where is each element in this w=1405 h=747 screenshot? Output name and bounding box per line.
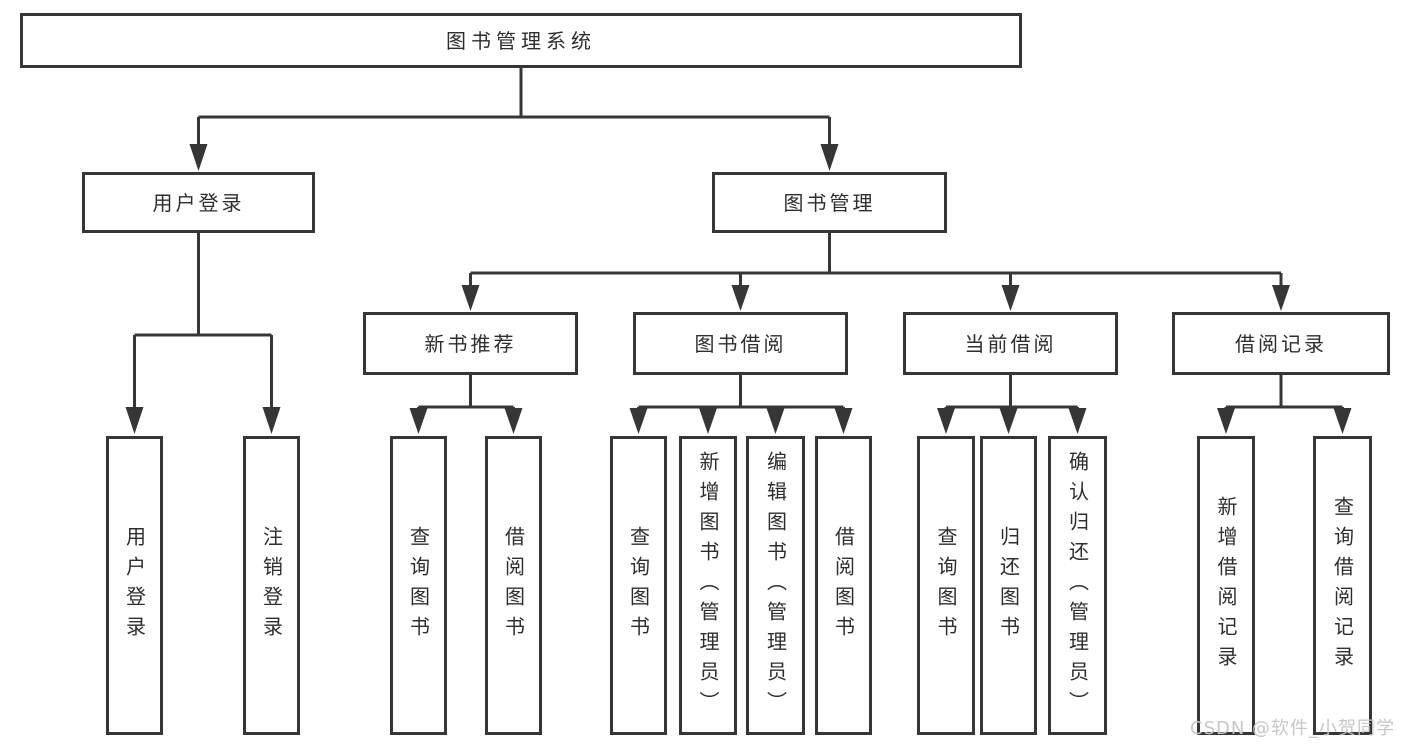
node-borrow-books-action-label: 借阅图书 (831, 525, 856, 646)
node-current-borrowing-label: 当前借阅 (964, 331, 1057, 356)
node-query-books-borrowing-label: 查询图书 (626, 525, 651, 646)
node-borrow-books-recommend: 借阅图书 (485, 436, 542, 735)
node-logout-action-label: 注销登录 (259, 525, 284, 646)
node-user-login-action-label: 用户登录 (122, 525, 147, 646)
node-user-login-action: 用户登录 (106, 436, 163, 735)
node-edit-books-admin: 编辑图书（管理员） (746, 436, 805, 735)
connector-book-management (461, 233, 1290, 311)
connector-current-borrowing (937, 375, 1087, 434)
node-book-management: 图书管理 (712, 172, 947, 233)
node-confirm-return-admin-label: 确认归还（管理员） (1065, 450, 1090, 721)
node-query-books-recommend-label: 查询图书 (406, 525, 431, 646)
node-query-books-current: 查询图书 (917, 436, 975, 735)
node-borrow-records: 借阅记录 (1172, 312, 1390, 375)
node-query-books-current-label: 查询图书 (934, 525, 958, 646)
node-book-management-label: 图书管理 (783, 190, 876, 215)
node-return-books: 归还图书 (980, 436, 1037, 735)
node-new-book-recommend: 新书推荐 (363, 312, 578, 375)
node-return-books-label: 归还图书 (996, 525, 1021, 646)
node-query-books-borrowing: 查询图书 (610, 436, 667, 735)
node-new-book-recommend-label: 新书推荐 (424, 331, 517, 356)
node-book-borrowing-label: 图书借阅 (694, 331, 787, 356)
connector-root (189, 68, 839, 171)
node-confirm-return-admin: 确认归还（管理员） (1048, 436, 1107, 735)
node-query-books-recommend: 查询图书 (390, 436, 447, 735)
node-add-books-admin-label: 新增图书（管理员） (696, 450, 720, 721)
node-user-login-label: 用户登录 (152, 190, 245, 215)
node-query-borrow-record-label: 查询借阅记录 (1330, 495, 1355, 676)
node-borrow-books-recommend-label: 借阅图书 (501, 525, 526, 646)
node-current-borrowing: 当前借阅 (903, 312, 1118, 375)
node-borrow-books-action: 借阅图书 (815, 436, 872, 735)
connector-book-borrowing (629, 375, 853, 434)
connector-user-login (125, 233, 281, 434)
node-user-login: 用户登录 (82, 172, 315, 233)
connector-borrow-records (1217, 375, 1352, 434)
node-add-books-admin: 新增图书（管理员） (679, 436, 737, 735)
node-logout-action: 注销登录 (243, 436, 300, 735)
node-edit-books-admin-label: 编辑图书（管理员） (763, 450, 788, 721)
node-book-borrowing: 图书借阅 (633, 312, 848, 375)
node-library-system: 图书管理系统 (20, 13, 1022, 68)
node-add-borrow-record: 新增借阅记录 (1197, 436, 1255, 735)
node-query-borrow-record: 查询借阅记录 (1313, 436, 1372, 735)
node-library-system-label: 图书管理系统 (446, 28, 596, 53)
connector-new-book-recommend (409, 375, 523, 434)
node-borrow-records-label: 借阅记录 (1235, 331, 1327, 356)
node-add-borrow-record-label: 新增借阅记录 (1214, 495, 1238, 676)
watermark-text: CSDN @软件_小贺同学 (1190, 718, 1396, 739)
